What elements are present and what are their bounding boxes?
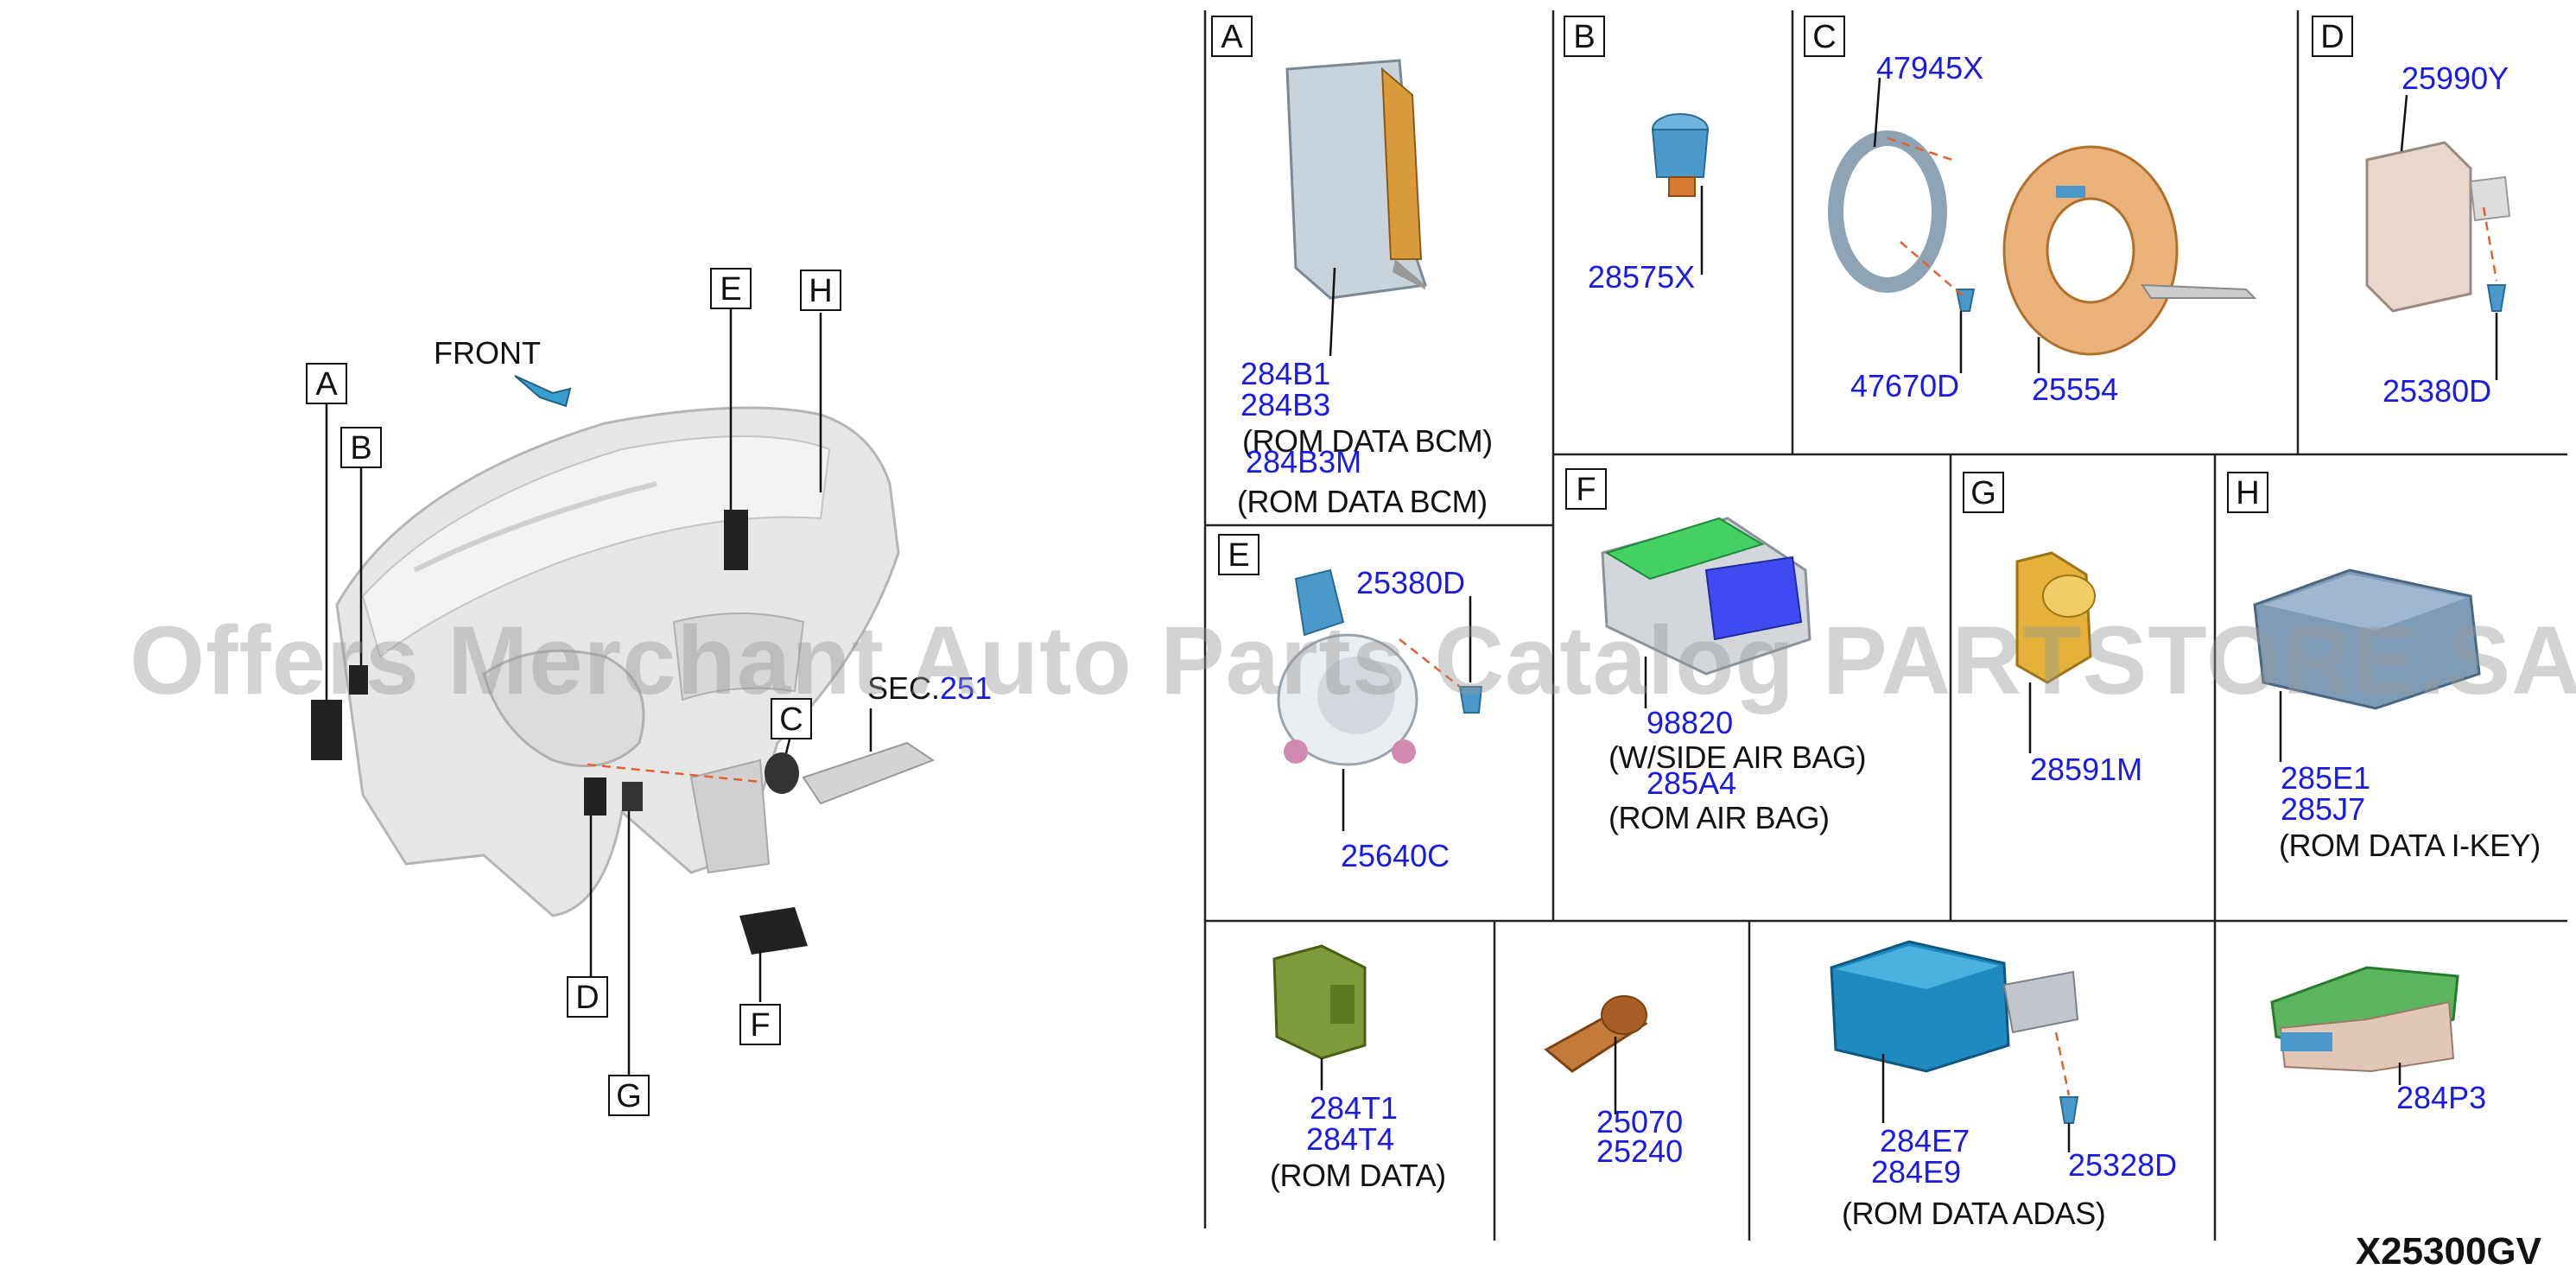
panel-c-letter[interactable]: C <box>1804 16 1845 57</box>
overview-callout-c[interactable]: C <box>771 698 812 739</box>
panel-e-part-25380d[interactable]: 25380D <box>1356 565 1466 600</box>
bottom-2-part-25240[interactable]: 25240 <box>1596 1133 1684 1169</box>
panel-c-part-47670d[interactable]: 47670D <box>1850 368 1960 403</box>
panel-c-part-47945x[interactable]: 47945X <box>1876 50 1984 86</box>
panel-f-part-285a4[interactable]: 285A4 <box>1646 765 1737 801</box>
panel-f-note-1: (W/SIDE AIR BAG) <box>1608 739 1867 775</box>
panel-b-letter[interactable]: B <box>1564 16 1605 57</box>
overview-callout-b[interactable]: B <box>340 427 382 468</box>
overview-callout-e[interactable]: E <box>710 268 752 309</box>
panel-a-part-284b1[interactable]: 284B1 <box>1240 356 1331 391</box>
overview-callout-d[interactable]: D <box>567 976 608 1018</box>
panel-f-part-98820[interactable]: 98820 <box>1646 705 1734 740</box>
panel-g-letter[interactable]: G <box>1963 472 2004 513</box>
sec-number: 251 <box>940 670 993 706</box>
bottom-1-note: (ROM DATA) <box>1270 1158 1446 1193</box>
overview-callout-f[interactable]: F <box>739 1004 781 1045</box>
sec-reference[interactable]: SEC.251 <box>867 670 992 707</box>
panel-f-note-2: (ROM AIR BAG) <box>1608 800 1830 835</box>
bottom-2-part-25070[interactable]: 25070 <box>1596 1104 1684 1139</box>
bottom-1-part-284t4[interactable]: 284T4 <box>1306 1121 1395 1157</box>
panel-e-part-25640c[interactable]: 25640C <box>1341 838 1450 873</box>
panel-a-part-284b3[interactable]: 284B3 <box>1240 387 1331 422</box>
panel-h-letter[interactable]: H <box>2227 472 2268 513</box>
panel-a-note-1: (ROM DATA BCM) <box>1242 423 1493 459</box>
panel-f-letter[interactable]: F <box>1565 468 1607 510</box>
panel-a-part-284b3m[interactable]: 284B3M <box>1246 444 1362 479</box>
bottom-3-note: (ROM DATA ADAS) <box>1842 1196 2106 1231</box>
panel-d-part-25990y[interactable]: 25990Y <box>2402 60 2509 96</box>
panel-h-note: (ROM DATA I-KEY) <box>2279 828 2541 863</box>
bottom-3-part-284e9[interactable]: 284E9 <box>1871 1154 1962 1190</box>
bottom-3-part-25328d[interactable]: 25328D <box>2068 1147 2178 1183</box>
panel-a-note-2: (ROM DATA BCM) <box>1237 484 1488 519</box>
panel-d-letter[interactable]: D <box>2312 16 2353 57</box>
overview-callout-g[interactable]: G <box>608 1075 650 1116</box>
panel-c-part-25554[interactable]: 25554 <box>2032 371 2119 407</box>
panel-h-part-285e1[interactable]: 285E1 <box>2281 760 2371 796</box>
bottom-4-part-284p3[interactable]: 284P3 <box>2396 1080 2487 1115</box>
panel-h-part-285j7[interactable]: 285J7 <box>2281 791 2366 827</box>
panel-b-part-28575x[interactable]: 28575X <box>1588 259 1696 295</box>
panel-a-letter[interactable]: A <box>1211 16 1253 57</box>
dashboard-illustration <box>311 309 936 1075</box>
overview-callout-h[interactable]: H <box>800 270 841 311</box>
overview-callout-a[interactable]: A <box>306 363 347 404</box>
panel-d-part-25380d[interactable]: 25380D <box>2382 373 2492 409</box>
panel-g-part-28591m[interactable]: 28591M <box>2030 752 2143 787</box>
bottom-1-part-284t1[interactable]: 284T1 <box>1310 1090 1399 1126</box>
panel-e-letter[interactable]: E <box>1218 534 1259 575</box>
bottom-3-part-284e7[interactable]: 284E7 <box>1880 1123 1970 1158</box>
diagram-code: X25300GV <box>2355 1230 2541 1272</box>
front-label: FRONT <box>434 335 541 371</box>
sec-prefix: SEC. <box>867 670 941 706</box>
